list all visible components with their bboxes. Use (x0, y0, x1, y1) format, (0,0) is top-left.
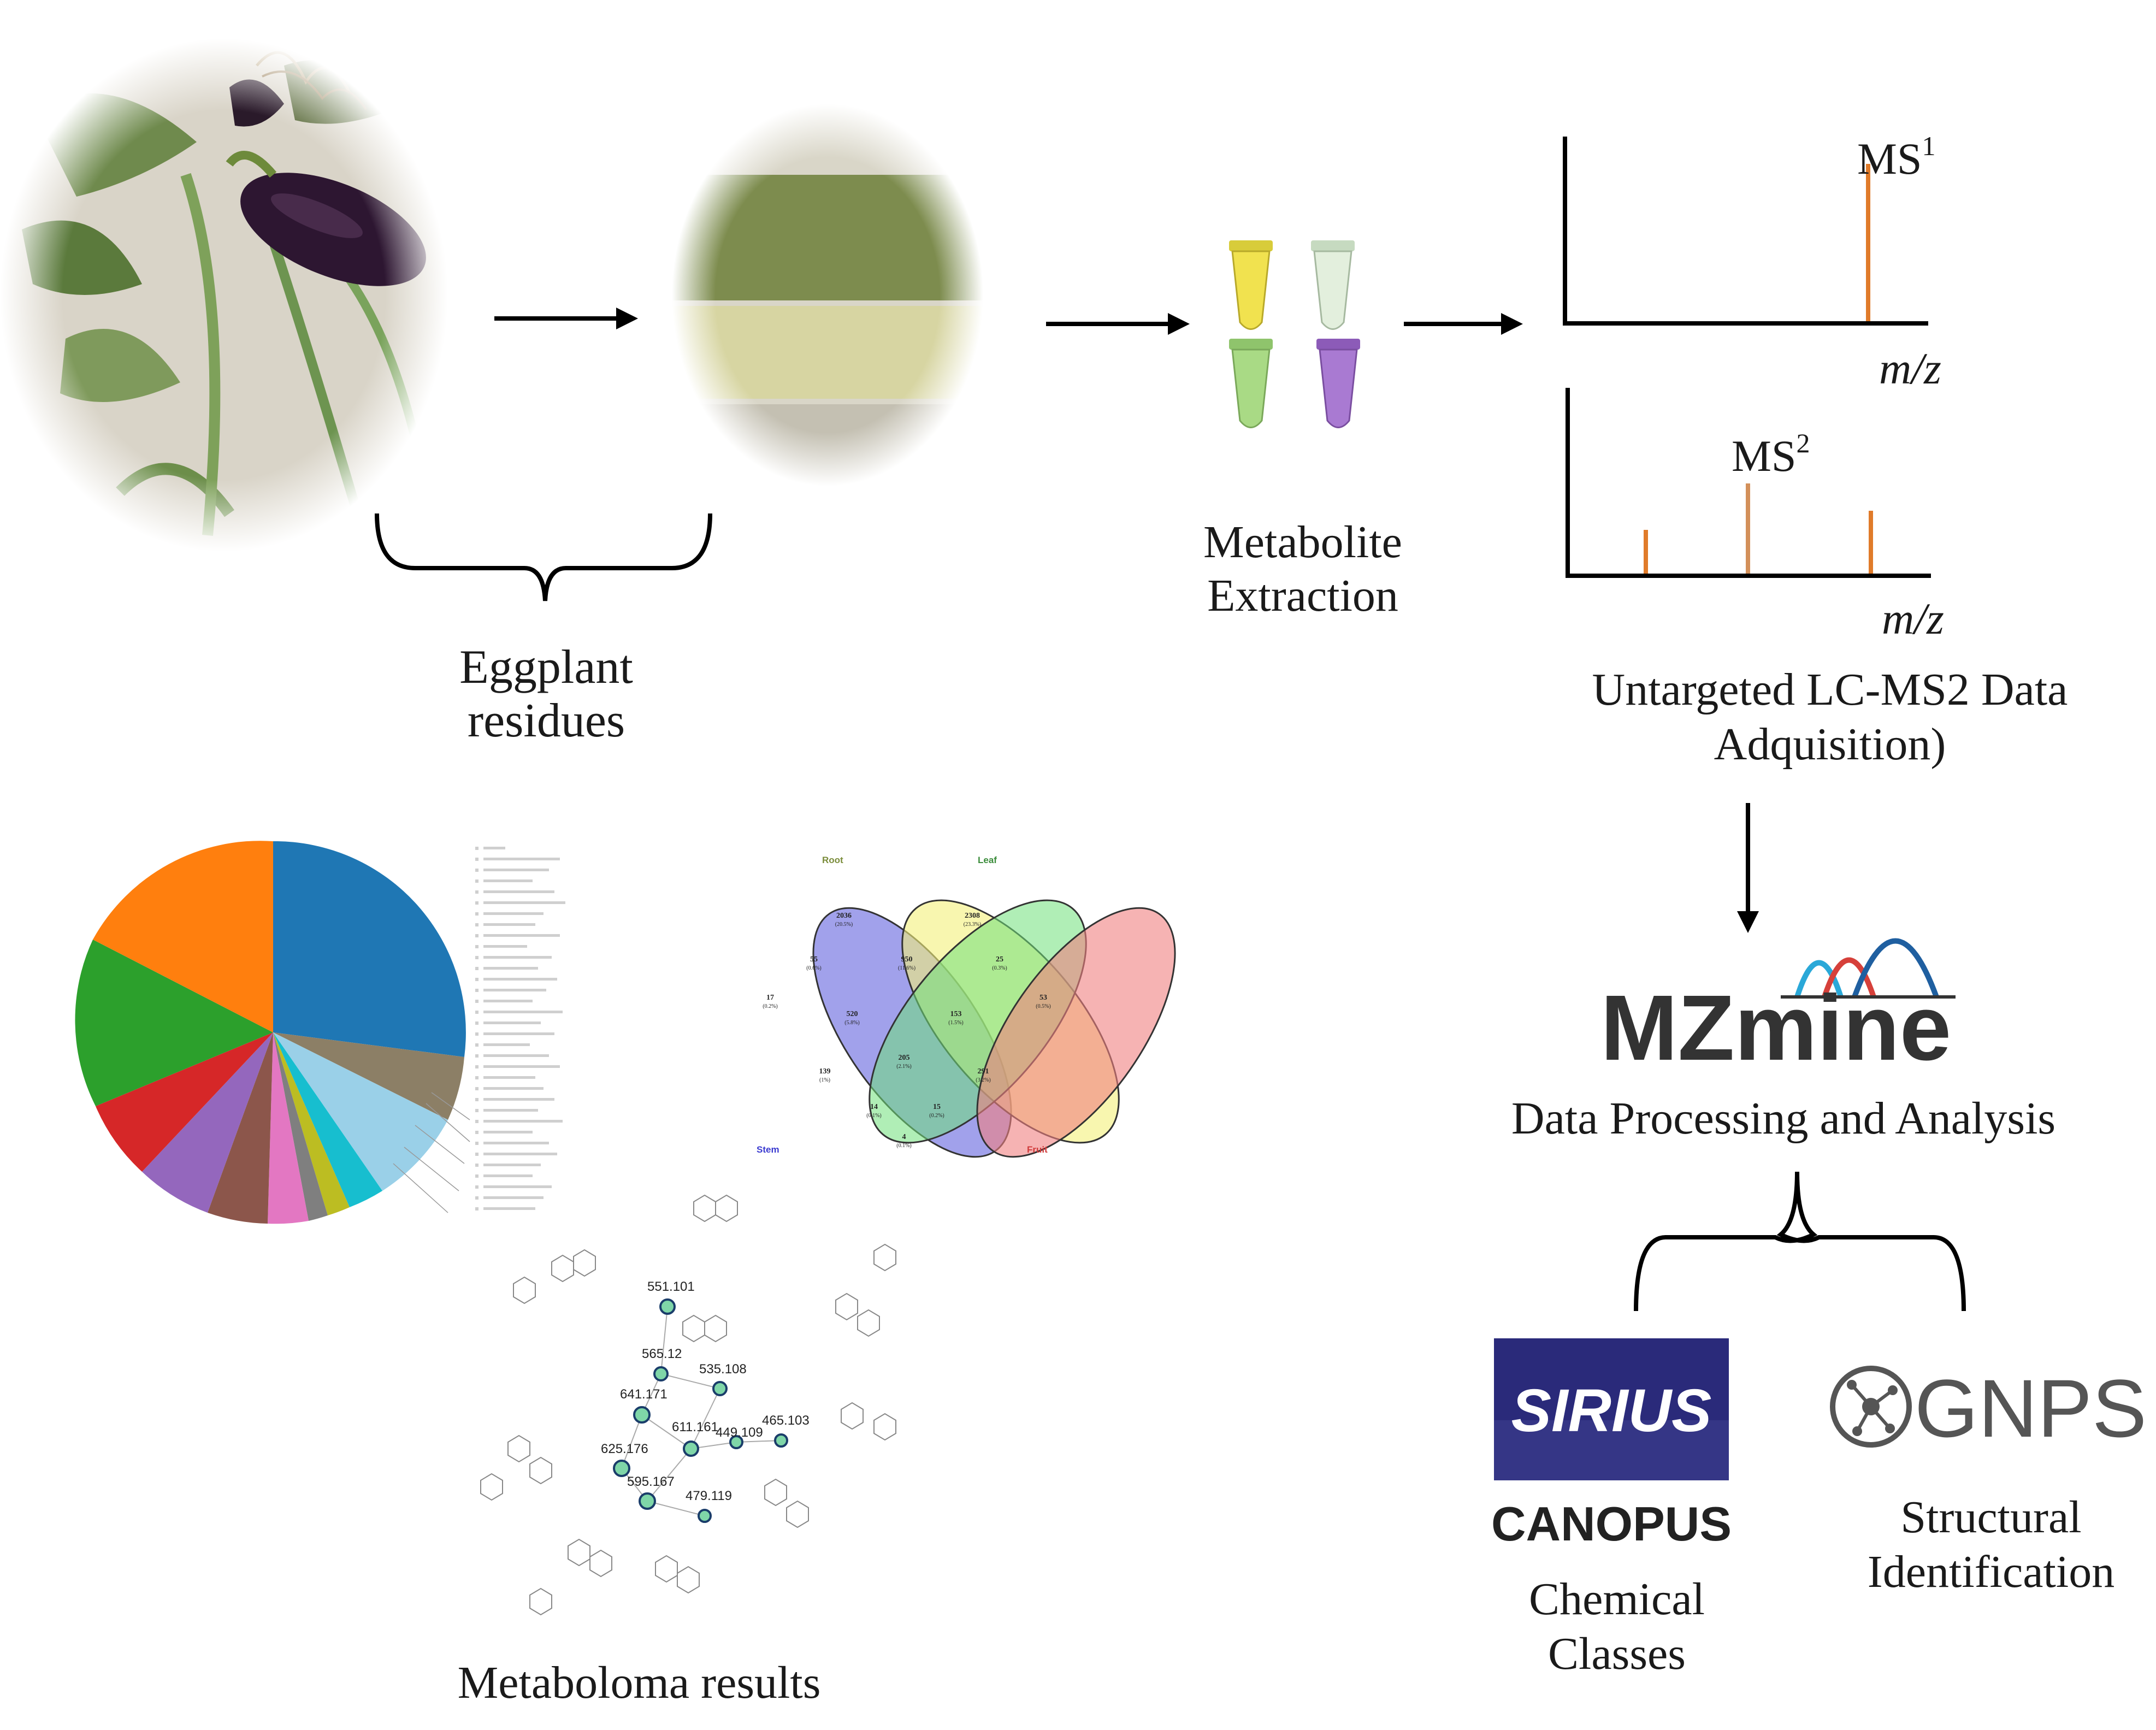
venn-label-root: Root (822, 855, 843, 865)
venn-region-fruit-only-pct: (0.5%) (1036, 1003, 1051, 1009)
structural-identification-line1: Structural (1900, 1492, 2081, 1543)
venn-region-leaf-only: 2308 (965, 912, 980, 920)
venn-region-leaf-stem-fruit: 14 (870, 1103, 878, 1111)
analysis-brace (1634, 1171, 1966, 1312)
dried-powder-photo (672, 104, 983, 486)
chemical-classes-line1: Chemical (1529, 1574, 1705, 1625)
venn-region-root-stem: 55 (810, 955, 818, 964)
network-node-label: 465.103 (762, 1413, 810, 1428)
microtubes-icon (1229, 240, 1360, 428)
gnps-network-icon (1830, 1366, 1912, 1448)
eggplant-label-line1: Eggplant (459, 641, 633, 694)
gnps-logo: GNPS (1830, 1362, 2147, 1454)
network-node-label: 535.108 (699, 1362, 747, 1377)
metaboloma-results-label: Metaboloma results (458, 1657, 821, 1708)
venn-region-root-leaf-fruit: 153 (950, 1010, 962, 1018)
ms1-label: MS1 (1857, 131, 1936, 184)
ms1-spectrum: MS1 m/z (1563, 131, 1941, 393)
venn-region-root-only-pct: (20.5%) (835, 922, 853, 928)
network-node-label: 641.171 (620, 1387, 668, 1402)
eggplant-label-line2: residues (468, 694, 625, 747)
venn-region-all: 205 (899, 1054, 910, 1062)
venn-label-stem: Stem (757, 1144, 779, 1155)
venn-region-root-stem-fruit: 15 (933, 1103, 941, 1111)
lcms-label-line1: Untargeted LC-MS2 Data (1592, 664, 2068, 715)
venn-region-leaf-fruit-pct: (0.3%) (992, 965, 1007, 971)
network-node-label: 565.12 (642, 1347, 682, 1361)
venn-region-leaf-fruit: 25 (996, 955, 1003, 964)
extraction-label-line1: Metabolite (1203, 517, 1402, 568)
venn-region-all-pct: (2.1%) (896, 1064, 912, 1070)
extraction-label-line2: Extraction (1207, 570, 1398, 621)
venn-region-root-stem-pct: (0.6%) (806, 965, 822, 971)
ms2-label: MS2 (1732, 428, 1810, 481)
eggplant-residues-photo (0, 33, 453, 557)
network-node-label: 551.101 (647, 1279, 695, 1294)
eggplant-brace (375, 513, 712, 601)
venn-region-leaf-stem-fruit-pct: (0.1%) (866, 1113, 882, 1119)
venn-region-stem-only-pct: (0.2%) (763, 1003, 778, 1009)
venn-region-root-leaf-stem-pct: (5.8%) (844, 1020, 860, 1026)
venn-region-leaf-only-pct: (23.3%) (964, 922, 982, 928)
venn-region-root-fruit: 291 (978, 1067, 989, 1076)
sirius-logo: SIRIUS (1494, 1338, 1729, 1480)
structural-identification-line2: Identification (1868, 1546, 2114, 1597)
network-node-label: 625.176 (601, 1442, 648, 1456)
chemical-structures (480, 1194, 896, 1616)
venn-set-fruit (976, 907, 1176, 1158)
venn-region-stem-fruit: 4 (902, 1133, 906, 1141)
venn-region-leaf-stem-pct: (1%) (819, 1077, 830, 1083)
mzmine-logo: MZmine (1600, 938, 1956, 1080)
venn-region-stem-only: 17 (766, 994, 774, 1002)
ms2-axis-label: m/z (1882, 594, 1944, 643)
lcms-label-line2: Adquisition) (1714, 719, 1946, 770)
ms1-axis-label: m/z (1879, 344, 1941, 393)
venn-region-root-only: 2036 (836, 912, 852, 920)
data-processing-label: Data Processing and Analysis (1511, 1093, 2055, 1144)
molecular-network-thumbnail: 551.101 565.12 535.108 641.171 611.161 4… (480, 1194, 896, 1616)
canopus-wordmark: CANOPUS (1491, 1497, 1732, 1551)
venn-region-root-fruit-pct: (3.2%) (976, 1077, 991, 1083)
pie-chart-thumbnail (75, 841, 565, 1224)
chemical-classes-line2: Classes (1548, 1628, 1686, 1679)
venn-region-stem-fruit-pct: (0.1%) (896, 1143, 912, 1149)
network-node-label: 479.119 (686, 1489, 732, 1503)
venn-region-root-stem-fruit-pct: (0.2%) (929, 1113, 944, 1119)
venn-label-fruit: Fruit (1027, 1144, 1048, 1155)
network-node-label: 611.161 (672, 1420, 718, 1434)
sirius-wordmark: SIRIUS (1511, 1377, 1712, 1444)
venn-region-fruit-only: 53 (1039, 994, 1047, 1002)
ms2-spectrum: MS2 m/z (1566, 388, 1944, 643)
venn-label-leaf: Leaf (978, 855, 997, 865)
venn-region-leaf-stem: 139 (819, 1067, 831, 1076)
venn-region-root-leaf-pct: (11.6%) (898, 965, 915, 971)
gnps-wordmark: GNPS (1915, 1362, 2147, 1454)
mzmine-wordmark: MZmine (1600, 976, 1951, 1080)
venn-region-root-leaf-stem: 520 (847, 1010, 858, 1018)
venn-diagram-thumbnail: Root Leaf Stem Fruit 2036 (20.5%) 2308 (… (757, 855, 1176, 1158)
venn-region-root-leaf-fruit-pct: (1.5%) (948, 1020, 964, 1026)
venn-region-root-leaf: 950 (901, 955, 913, 964)
network-node-label: 449.109 (716, 1425, 763, 1440)
network-node-label: 595.167 (627, 1474, 675, 1489)
